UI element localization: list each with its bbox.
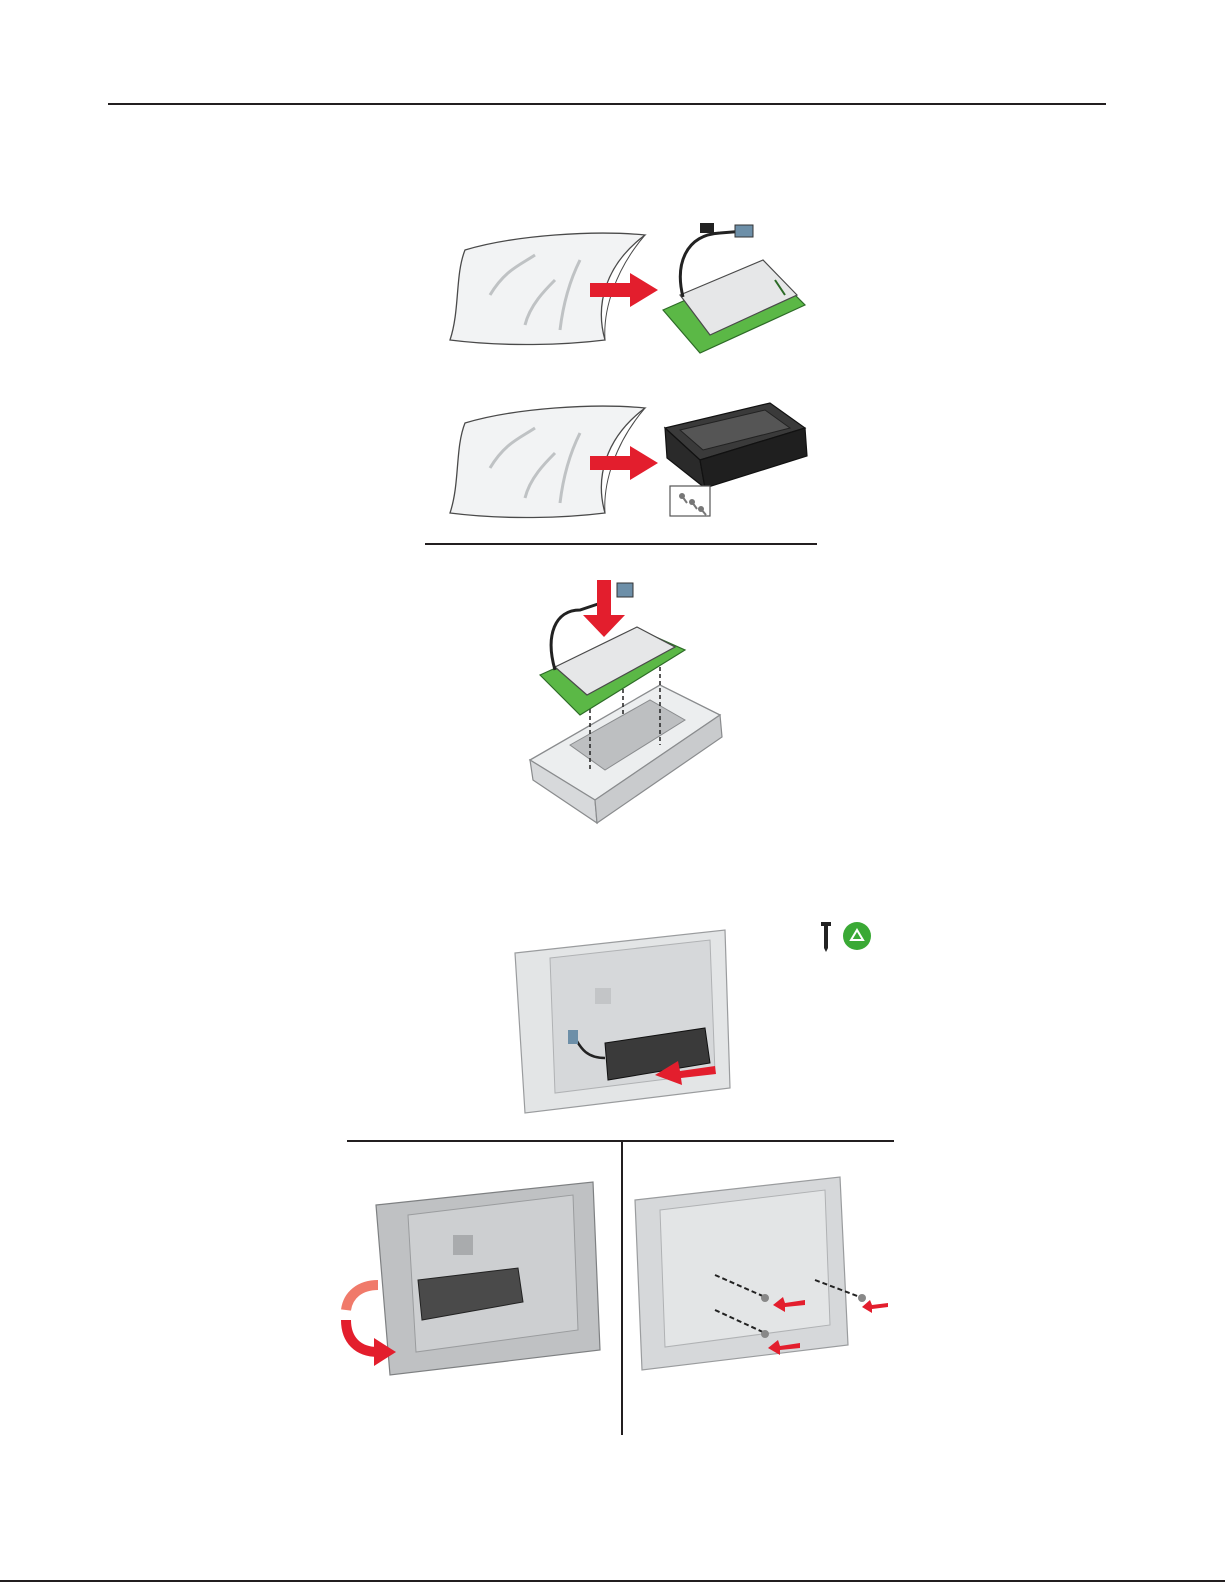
insert-hdd-illustration (525, 575, 725, 830)
controller-shield (515, 930, 730, 1113)
header-rule (108, 103, 1106, 105)
rotate-shield-illustration (338, 1180, 613, 1380)
controller-shield (635, 1177, 848, 1370)
hard-disk-board (663, 223, 805, 353)
recycle-icon (843, 922, 871, 950)
panel-divider-vertical (621, 1140, 623, 1435)
screw-recycle-icons (815, 920, 875, 954)
footer-rule (0, 1580, 1225, 1582)
unpack-hdd-illustration (445, 225, 815, 360)
screw-icon (821, 922, 831, 952)
unpack-enclosure-illustration (445, 398, 815, 523)
screws-box (670, 486, 710, 516)
hdd-enclosure (665, 403, 807, 488)
attach-hdd-to-shield-illustration (510, 928, 750, 1116)
panel-divider (425, 543, 817, 545)
enclosure-tray (530, 685, 722, 823)
insert-screws-illustration (630, 1175, 895, 1375)
